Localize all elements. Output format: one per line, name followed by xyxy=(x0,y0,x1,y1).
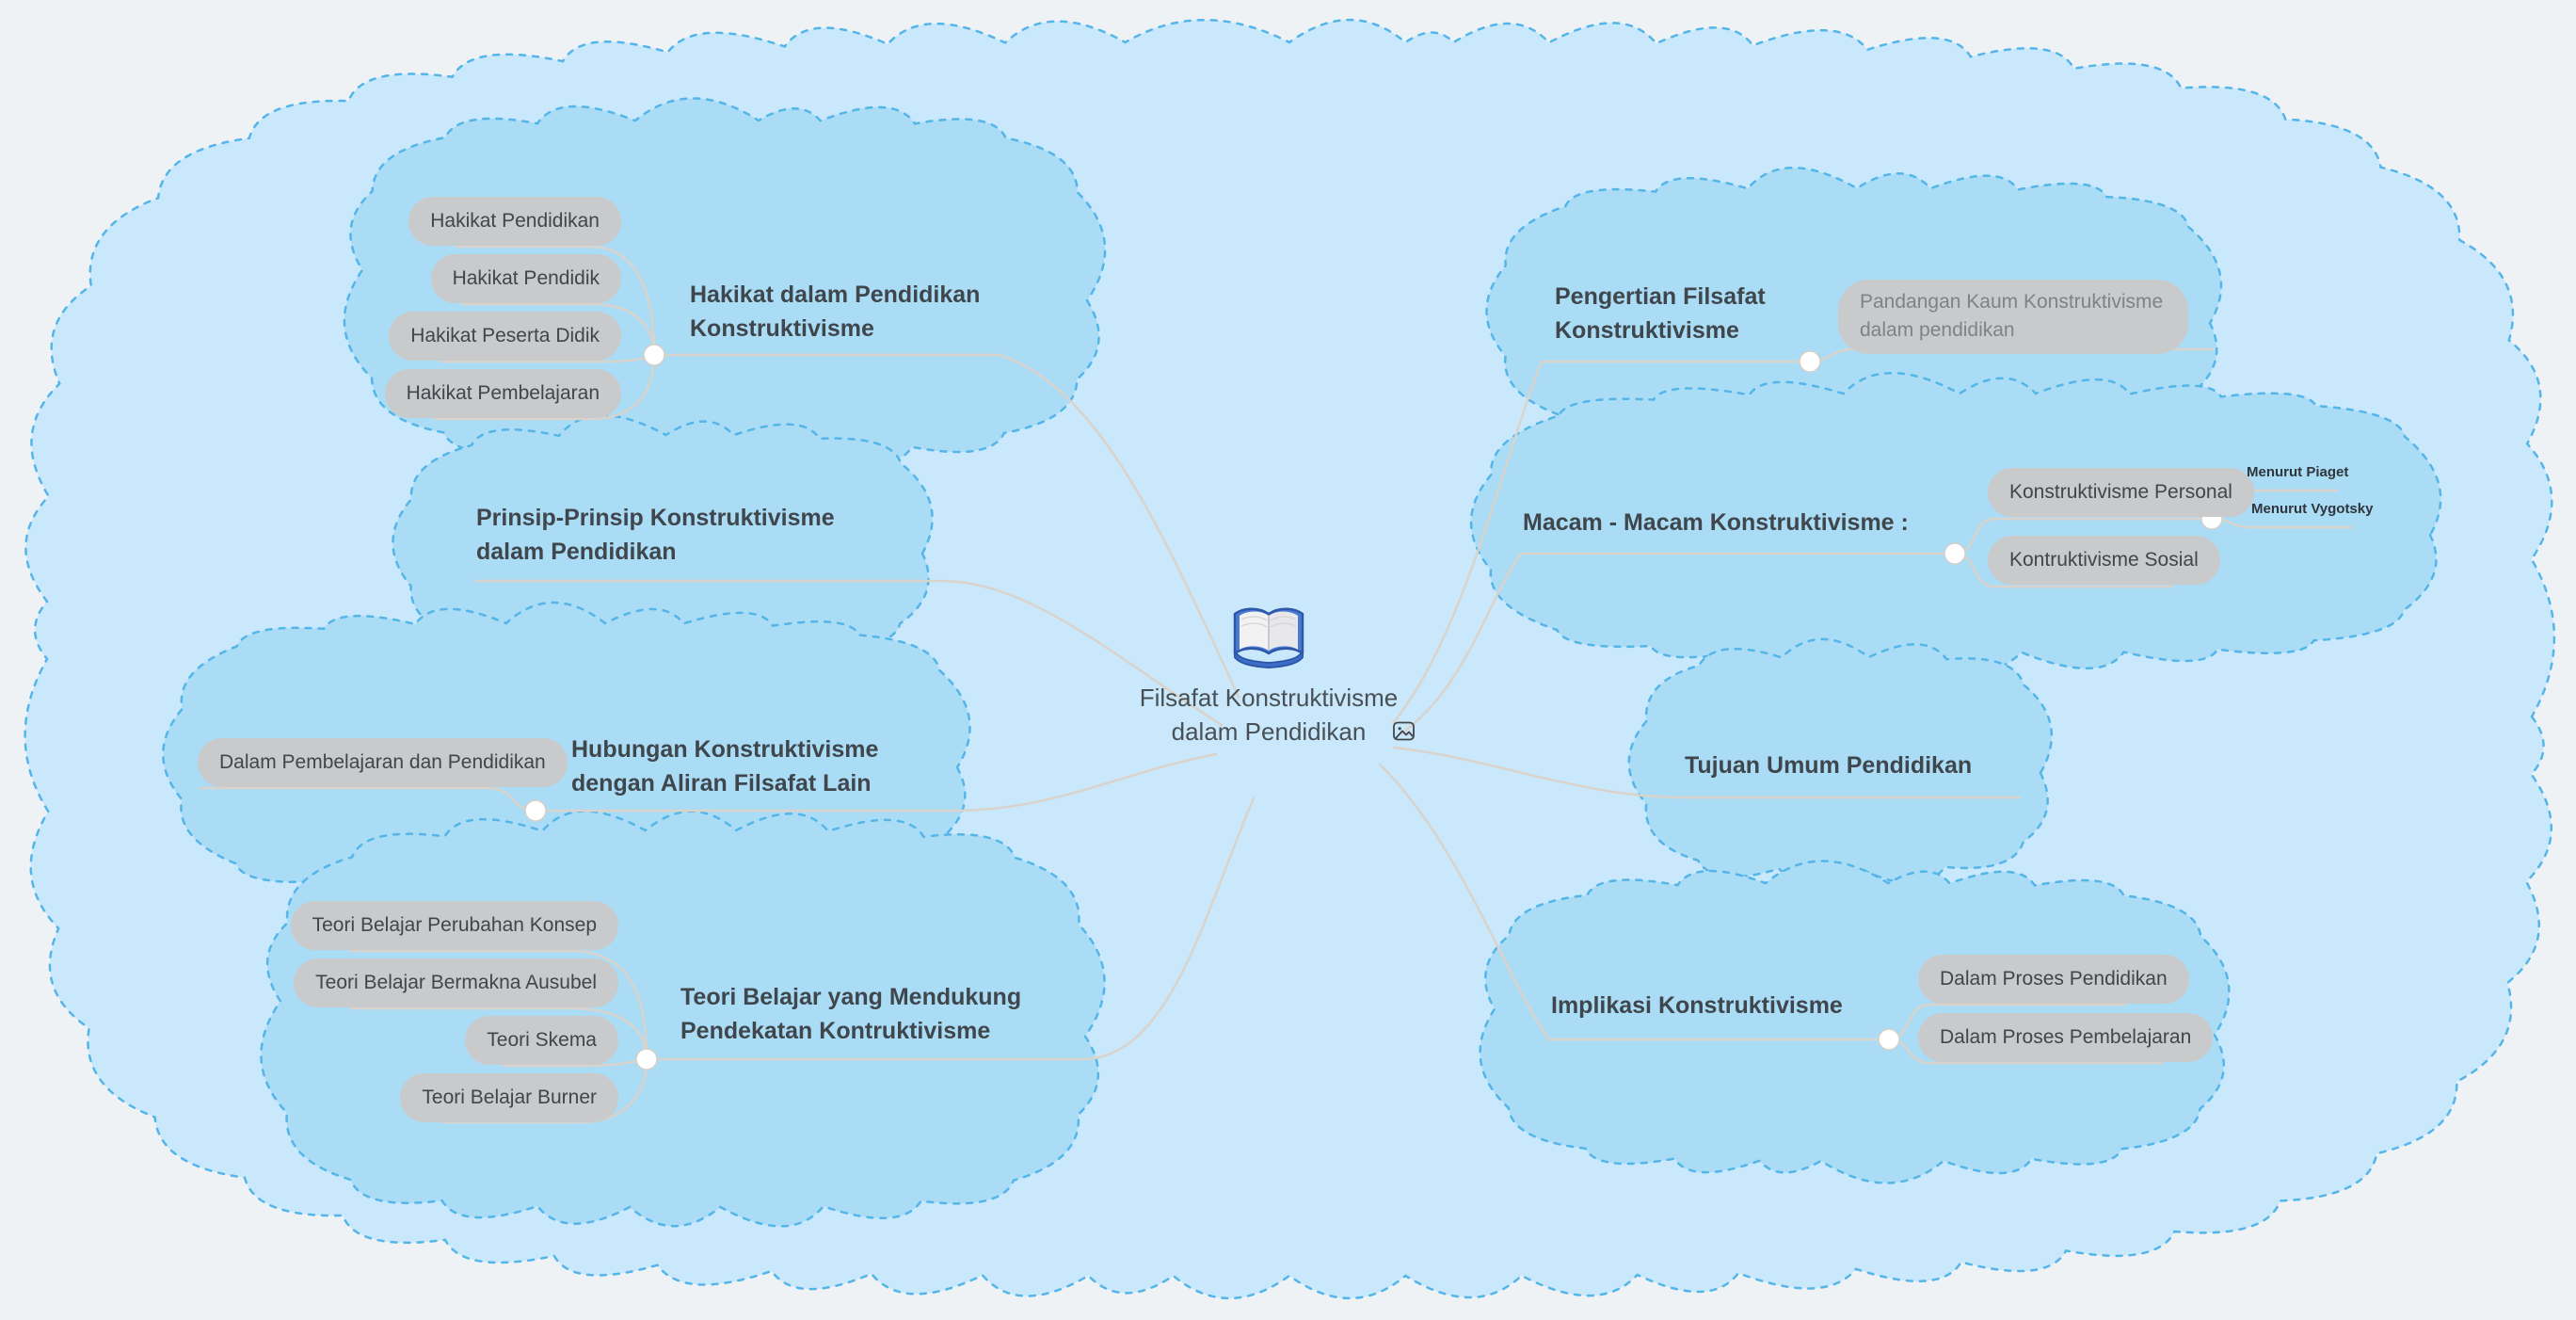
node-pill-hakikat-pembelajaran[interactable]: Hakikat Pembelajaran xyxy=(384,369,621,418)
node-pill-dalam-proses-pembelajaran[interactable]: Dalam Proses Pembelajaran xyxy=(1918,1013,2214,1062)
node-pill-hakikat-pendidikan[interactable]: Hakikat Pendidikan xyxy=(408,197,621,246)
branch-title-teori[interactable]: Teori Belajar yang Mendukung Pendekatan … xyxy=(680,984,1022,1044)
node-label-menurut-piaget[interactable]: Menurut Piaget xyxy=(2247,464,2349,480)
junction-dot[interactable] xyxy=(1799,350,1821,373)
branch-connector xyxy=(455,245,656,357)
node-pill-teori-skema[interactable]: Teori Skema xyxy=(465,1016,618,1065)
node-pill-konstruktivisme-personal[interactable]: Konstruktivisme Personal xyxy=(1988,468,2254,517)
branch-connector xyxy=(1391,360,1544,725)
node-pill-hakikat-peserta-didik[interactable]: Hakikat Peserta Didik xyxy=(389,312,621,361)
node-pill-hakikat-pendidik[interactable]: Hakikat Pendidik xyxy=(430,254,621,303)
junction-dot[interactable] xyxy=(635,1048,658,1070)
branch-connector xyxy=(998,353,1240,699)
node-pill-dalam-pembelajaran[interactable]: Dalam Pembelajaran dan Pendidikan xyxy=(198,738,568,787)
branch-connector xyxy=(951,752,1218,813)
branch-title-hubungan[interactable]: Hubungan Konstruktivisme dengan Aliran F… xyxy=(571,736,879,797)
junction-dot[interactable] xyxy=(643,344,665,366)
branch-title-hakikat[interactable]: Hakikat dalam Pendidikan Konstruktivisme xyxy=(690,282,981,342)
node-pill-teori-bermakna-ausubel[interactable]: Teori Belajar Bermakna Ausubel xyxy=(294,958,618,1007)
junction-dot[interactable] xyxy=(524,799,547,822)
branch-connector xyxy=(348,949,648,1061)
branch-title-implikasi[interactable]: Implikasi Konstruktivisme xyxy=(1551,992,1843,1019)
image-attachment-icon[interactable] xyxy=(1392,719,1416,748)
branch-connector xyxy=(1080,797,1256,1061)
branch-connector xyxy=(349,1006,648,1061)
branch-connector xyxy=(474,579,1224,727)
branch-connector xyxy=(1378,763,1551,1041)
node-pill-pandangan-kaum[interactable]: Pandangan Kaum Konstruktivisme dalam pen… xyxy=(1838,280,2188,354)
branch-connector xyxy=(1392,746,1687,799)
branch-title-prinsip[interactable]: Prinsip-Prinsip Konstruktivisme dalam Pe… xyxy=(476,505,835,565)
root-title[interactable]: Filsafat Konstruktivisme dalam Pendidika… xyxy=(1139,684,1399,747)
node-pill-dalam-proses-pendidikan[interactable]: Dalam Proses Pendidikan xyxy=(1918,955,2189,1004)
branch-connector xyxy=(1400,552,1523,735)
branch-cloud xyxy=(1627,637,2054,887)
junction-dot[interactable] xyxy=(1878,1028,1900,1051)
node-label-menurut-vygotsky[interactable]: Menurut Vygotsky xyxy=(2251,501,2374,517)
branch-cloud xyxy=(1479,860,2231,1184)
node-pill-teori-burner[interactable]: Teori Belajar Burner xyxy=(400,1073,618,1122)
branch-title-pengertian[interactable]: Pengertian Filsafat Konstruktivisme xyxy=(1555,283,1766,344)
branch-cloud xyxy=(1469,371,2442,676)
branch-title-macam[interactable]: Macam - Macam Konstruktivisme : xyxy=(1523,509,1909,536)
branch-connector xyxy=(433,353,656,421)
branch-title-tujuan[interactable]: Tujuan Umum Pendidikan xyxy=(1685,752,1973,779)
open-book-icon xyxy=(1229,603,1308,673)
node-pill-teori-perubahan-konsep[interactable]: Teori Belajar Perubahan Konsep xyxy=(290,901,618,950)
root-node[interactable]: Filsafat Konstruktivisme dalam Pendidika… xyxy=(1109,603,1429,749)
junction-dot[interactable] xyxy=(1944,542,1966,565)
node-pill-kontruktivisme-sosial[interactable]: Kontruktivisme Sosial xyxy=(1988,536,2220,585)
